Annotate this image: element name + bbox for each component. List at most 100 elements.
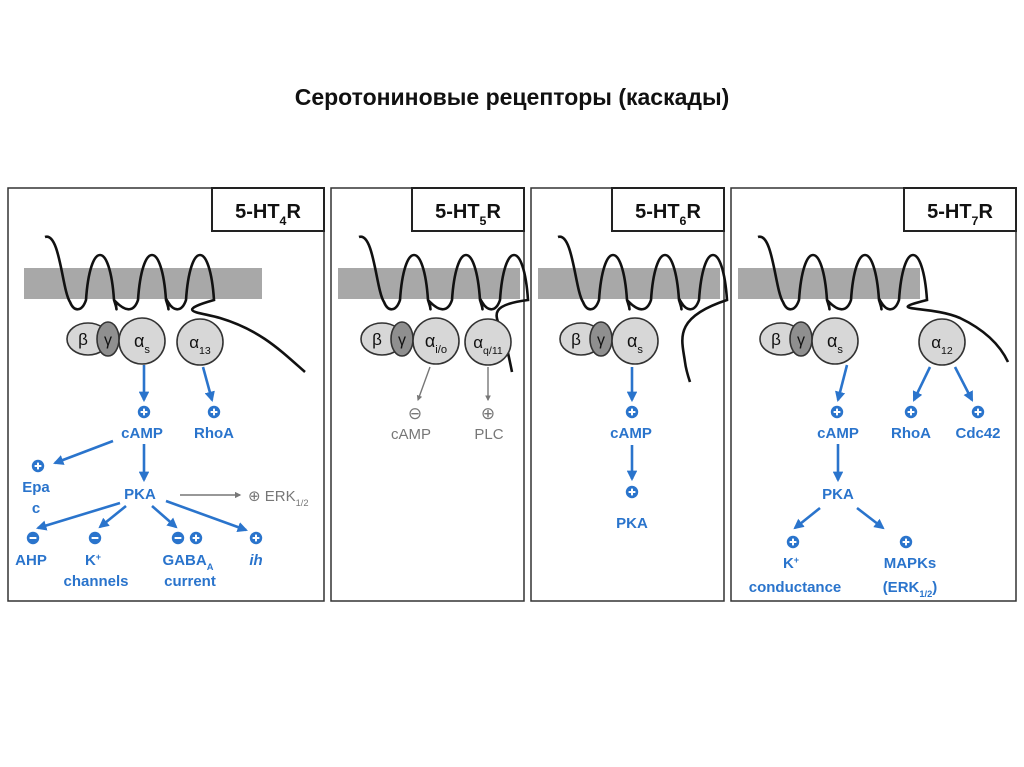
membrane-band bbox=[738, 268, 920, 299]
camp-sign bbox=[137, 405, 151, 419]
gaba-label-line2: current bbox=[164, 573, 216, 590]
beta-label: β bbox=[372, 330, 382, 349]
epac-label: Epa bbox=[22, 479, 50, 496]
receptor-label: 5-HT5R bbox=[435, 201, 501, 228]
gamma-label: γ bbox=[104, 332, 112, 349]
beta-label: β bbox=[571, 330, 581, 349]
camp-label: cAMP bbox=[610, 425, 652, 442]
arrow-to-ih bbox=[165, 499, 248, 533]
ahp-label: AHP bbox=[15, 552, 47, 569]
arrow-to-mapks bbox=[856, 506, 885, 530]
k-conductance-label: K+ bbox=[783, 555, 799, 572]
camp-label: cAMP bbox=[391, 426, 431, 443]
alpha-label: αs bbox=[134, 331, 150, 356]
arrow-to-cdc42 bbox=[953, 366, 974, 402]
mapks-sign bbox=[899, 535, 913, 549]
gaba-sign-minus bbox=[171, 531, 185, 545]
arrow-to-k-conductance bbox=[793, 506, 821, 530]
epac-label-line2: c bbox=[32, 500, 40, 517]
gaba-sign-plus bbox=[189, 531, 203, 545]
gamma-label: γ bbox=[398, 332, 406, 349]
alpha-subunit bbox=[611, 317, 659, 365]
alpha-label: αs bbox=[827, 331, 843, 356]
ih-label: ih bbox=[249, 552, 262, 569]
ih-sign bbox=[249, 531, 263, 545]
plc-sign: ⊕ bbox=[481, 404, 495, 423]
ahp-sign bbox=[26, 531, 40, 545]
beta-label: β bbox=[771, 330, 781, 349]
alpha-extra-label: α13 bbox=[189, 333, 211, 357]
k-conductance-label-line2: conductance bbox=[749, 579, 842, 596]
k-channels-sign bbox=[88, 531, 102, 545]
arrow-to-k-channels bbox=[98, 504, 127, 529]
k-channels-label: K+ bbox=[85, 552, 101, 569]
arrow-to-rhoa bbox=[201, 366, 215, 403]
alpha-label: αi/o bbox=[425, 331, 447, 356]
erk-label: ⊕ ERK1/2 bbox=[248, 488, 309, 508]
receptor-chain bbox=[757, 235, 1010, 363]
k-channels-label-line2: channels bbox=[63, 573, 128, 590]
arrow-to-camp bbox=[416, 366, 431, 402]
membrane-band bbox=[538, 268, 720, 299]
cdc42-label: Cdc42 bbox=[955, 425, 1000, 442]
receptor-label: 5-HT4R bbox=[235, 201, 301, 228]
alpha-subunit bbox=[811, 317, 859, 365]
alpha-extra-subunit bbox=[176, 318, 224, 366]
receptor-label: 5-HT6R bbox=[635, 201, 701, 228]
gaba-label: GABAA bbox=[163, 552, 214, 572]
mapks-label: MAPKs bbox=[884, 555, 937, 572]
arrow-to-rhoa bbox=[912, 366, 932, 402]
alpha-subunit bbox=[412, 317, 460, 365]
receptor-chain bbox=[557, 235, 729, 383]
pka-label: PKA bbox=[822, 486, 854, 503]
arrow-to-epac bbox=[53, 439, 114, 465]
k-conductance-sign bbox=[786, 535, 800, 549]
receptor-label-box bbox=[411, 187, 525, 232]
pka-label: PKA bbox=[616, 515, 648, 532]
pka-sign bbox=[625, 485, 639, 499]
receptor-chain bbox=[358, 235, 530, 373]
receptor-label-box bbox=[611, 187, 725, 232]
panel-frame bbox=[530, 187, 725, 602]
cdc42-sign bbox=[971, 405, 985, 419]
receptor-chain bbox=[44, 235, 306, 373]
alpha-label: αs bbox=[627, 331, 643, 356]
arrow-to-gaba bbox=[151, 505, 178, 529]
mapks-label-line2: (ERK1/2) bbox=[883, 579, 938, 599]
rhoa-label: RhoA bbox=[891, 425, 931, 442]
page-title: Серотониновые рецепторы (каскады) bbox=[294, 84, 730, 110]
rhoa-label: RhoA bbox=[194, 425, 234, 442]
plc-label: PLC bbox=[474, 426, 503, 443]
arrow-to-ahp bbox=[36, 501, 121, 531]
panel-frame bbox=[7, 187, 325, 602]
receptor-label-box bbox=[211, 187, 325, 232]
panel-frame bbox=[330, 187, 525, 602]
camp-sign bbox=[625, 405, 639, 419]
pka-label: PKA bbox=[124, 486, 156, 503]
gamma-label: γ bbox=[597, 332, 605, 349]
arrow-to-camp bbox=[835, 364, 849, 403]
camp-label: cAMP bbox=[817, 425, 859, 442]
camp-sign: ⊖ bbox=[408, 404, 422, 423]
alpha-extra-label: αq/11 bbox=[473, 333, 503, 357]
epac-sign bbox=[31, 459, 45, 473]
panel-frame bbox=[730, 187, 1017, 602]
alpha-extra-subunit bbox=[918, 318, 966, 366]
alpha-subunit bbox=[118, 317, 166, 365]
beta-label: β bbox=[78, 330, 88, 349]
receptor-label: 5-HT7R bbox=[927, 201, 993, 228]
membrane-band bbox=[338, 268, 520, 299]
alpha-extra-label: α12 bbox=[931, 333, 953, 357]
rhoa-sign bbox=[207, 405, 221, 419]
camp-label: cAMP bbox=[121, 425, 163, 442]
rhoa-sign bbox=[904, 405, 918, 419]
alpha-extra-subunit bbox=[464, 318, 512, 366]
